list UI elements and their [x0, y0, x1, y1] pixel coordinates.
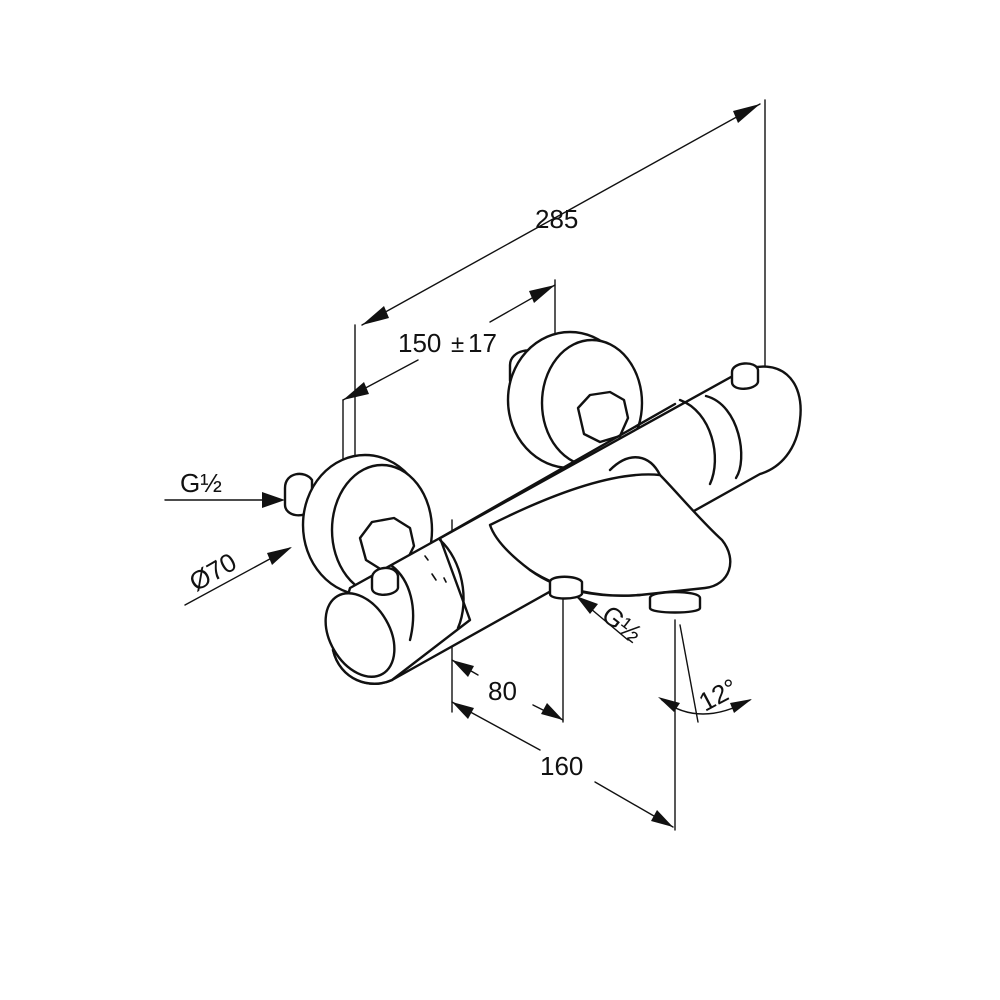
left-top-button [370, 566, 400, 596]
arrow-160-right [651, 810, 673, 827]
left-grip-line-2 [390, 564, 415, 642]
label-offset-80: 80 [488, 676, 517, 706]
left-grip-line [438, 538, 465, 630]
top-rail [438, 402, 677, 540]
fitting-body [283, 330, 802, 685]
arrow-rosette-diameter [267, 547, 292, 565]
dimension-line-285 [361, 103, 761, 326]
label-spacing-tolerance: 17 [468, 328, 497, 358]
temp-mark-3 [443, 577, 447, 583]
right-hex-nut [576, 390, 630, 444]
arrow-angle-right [730, 699, 752, 713]
arrow-150-right [529, 285, 555, 303]
arrow-80-right [541, 703, 563, 720]
spout-inner [608, 456, 662, 477]
label-spacing-tolerance-symbol: ± [451, 331, 464, 358]
label-outlet-thread: G½ [596, 599, 648, 648]
right-top-button [730, 362, 760, 390]
arrow-150-left [343, 382, 369, 400]
label-spacing: 150 [398, 328, 441, 358]
left-handle-end [324, 592, 396, 678]
arrow-80-left [452, 660, 474, 677]
label-inlet-thread: G½ [180, 468, 222, 498]
arrow-angle-left [658, 697, 680, 712]
angle-line-spout [679, 624, 699, 723]
arrow-inlet-thread [262, 492, 285, 508]
label-offset-160: 160 [540, 751, 583, 781]
outlet-connector [548, 575, 584, 600]
arrow-outlet-thread [576, 596, 598, 614]
spout-aerator [648, 590, 702, 614]
right-cap-ring-2 [678, 398, 717, 486]
arrow-285-right [733, 104, 760, 123]
arrow-285-left [362, 306, 389, 325]
temp-mark-1 [424, 555, 429, 561]
temp-mark-2 [431, 573, 437, 581]
left-hex-nut [358, 516, 416, 572]
right-cap-ring [704, 394, 743, 480]
dimension-lines [164, 99, 766, 831]
arrow-160-left [452, 702, 474, 719]
label-overall-length: 285 [535, 204, 578, 234]
